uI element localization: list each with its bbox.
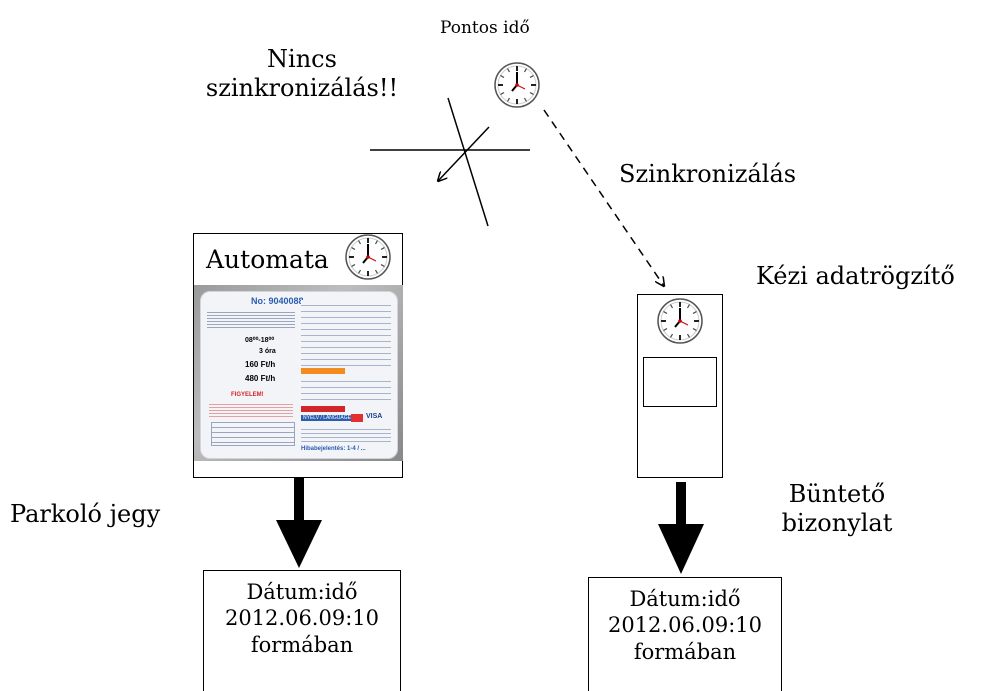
- clock-icon: [657, 298, 703, 344]
- penalty-line1: Büntető: [788, 480, 886, 508]
- ticket-price-table: [211, 422, 295, 446]
- sync-label: Szinkronizálás: [619, 160, 797, 188]
- doc-line-date-label: Dátum:idő: [629, 587, 741, 611]
- doc-line-date-value: 2012.06.09:10: [224, 606, 380, 631]
- penalty-line2: bizonylat: [781, 508, 893, 537]
- no-sync-line1: Nincs: [267, 45, 337, 73]
- no-sync-line2: szinkronizálás!!: [205, 73, 399, 102]
- doc-line-format: formában: [633, 639, 737, 664]
- ticket-warning-text: [209, 402, 293, 418]
- doc-line-date-label: Dátum:idő: [246, 580, 358, 604]
- clock-icon: [494, 62, 540, 108]
- visa-logo: VISA: [366, 413, 383, 420]
- handheld-screen: [643, 357, 717, 407]
- ticket-text-block: [207, 310, 295, 330]
- doc-line-date-value: 2012.06.09:10: [607, 613, 763, 638]
- ticket-card: No: 9040088 08⁰⁰-18⁰⁰ 3 óra 160 Ft/h 480…: [200, 291, 398, 459]
- ticket-rate-bus: 480 Ft/h: [245, 374, 276, 383]
- ticket-footer: Hibabejelentés: 1-4 / ...: [301, 446, 366, 452]
- ticket-number: No: 9040088: [251, 296, 304, 306]
- handheld-label: Kézi adatrögzítő: [756, 262, 955, 290]
- ticket-warning: FIGYELEM!: [231, 392, 264, 398]
- exact-time-label: Pontos idő: [440, 18, 530, 38]
- clock-icon: [345, 234, 391, 280]
- no-sync-label: Nincs szinkronizálás!!: [198, 45, 406, 103]
- doc-line-format: formában: [250, 632, 354, 657]
- document-box-right: Dátum:idő 2012.06.09:10 formában: [588, 577, 782, 691]
- ticket-red-bar: [301, 406, 345, 412]
- penalty-receipt-label: Büntető bizonylat: [762, 480, 912, 538]
- document-box-left: Dátum:idő 2012.06.09:10 formában: [203, 570, 401, 691]
- parking-ticket-photo: No: 9040088 08⁰⁰-18⁰⁰ 3 óra 160 Ft/h 480…: [194, 285, 403, 461]
- ticket-language: NYELV / LANGUAGE: [301, 415, 353, 421]
- ticket-orange-bar: [301, 368, 345, 374]
- arrow-down-icon: [276, 478, 322, 568]
- ticket-instructions: [301, 300, 391, 366]
- ticket-max: 3 óra: [259, 348, 276, 355]
- ticket-rate-car: 160 Ft/h: [245, 360, 276, 369]
- arrow-down-icon: [658, 482, 704, 574]
- dashed-arrow-icon: [543, 109, 664, 286]
- ticket-instructions-2: [301, 376, 391, 404]
- parking-ticket-label: Parkoló jegy: [10, 500, 161, 528]
- automata-label: Automata: [206, 245, 329, 274]
- ticket-hours: 08⁰⁰-18⁰⁰: [245, 337, 275, 344]
- crossed-arrow-icon: [370, 97, 530, 227]
- mastercard-logo: [351, 414, 363, 422]
- ticket-lang-list: [301, 426, 391, 442]
